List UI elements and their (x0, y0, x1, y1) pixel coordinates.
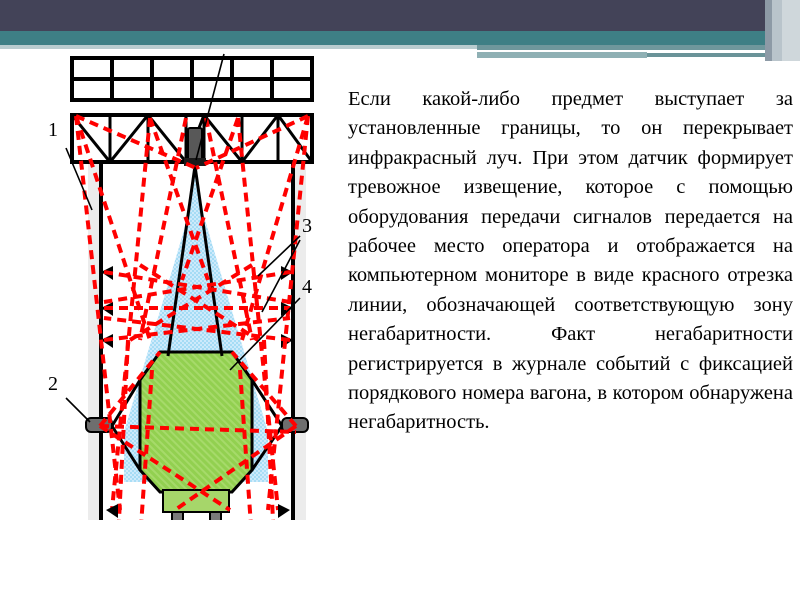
callout-label-4: 4 (302, 276, 312, 298)
callout-leaders (65, 53, 301, 423)
header-teal-band (0, 31, 800, 45)
header-accent-line-3 (647, 53, 765, 57)
header-dark-band (0, 0, 800, 31)
clearance-gauge-diagram: 1 2 3 4 (0, 40, 340, 520)
slide-body-paragraph: Если какой-либо предмет выступает за уст… (348, 88, 793, 434)
header-accent-line-2 (477, 52, 647, 58)
bogie-undercarriage (171, 511, 222, 520)
header-right-strip-1 (765, 0, 772, 61)
header-soft-band (0, 45, 800, 49)
infrared-beams (74, 114, 310, 520)
header-right-strip-2 (772, 0, 782, 61)
header-right-strip-3 (782, 0, 800, 61)
overhead-beam-cone (166, 165, 224, 357)
callout-label-2: 2 (48, 373, 58, 395)
beam-arrowheads (106, 504, 290, 518)
callout-label-1: 1 (48, 119, 58, 141)
gantry-top-grid (70, 56, 314, 102)
header-accent-line-1 (477, 45, 765, 50)
slide-header-banner (0, 0, 800, 72)
header-accent-line-4 (477, 58, 765, 61)
callout-label-3: 3 (302, 215, 312, 237)
